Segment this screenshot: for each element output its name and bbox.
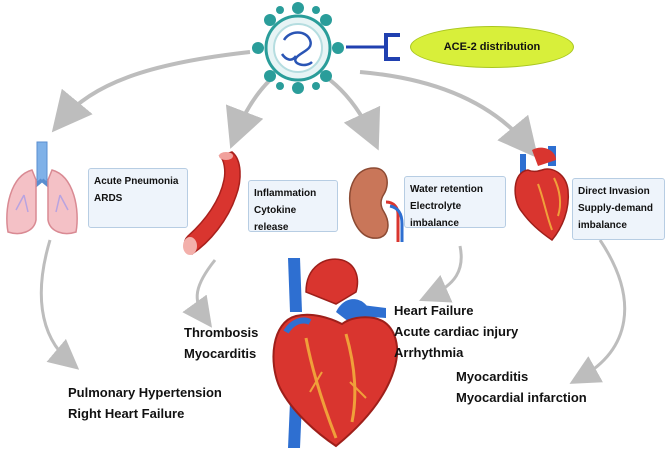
outcome-line: Myocarditis <box>456 369 529 384</box>
heart-effect-line: imbalance <box>578 220 627 231</box>
kidney-effect-line: Electrolyte imbalance <box>410 201 462 229</box>
outcome-line: Myocarditis <box>184 346 257 361</box>
outcome-line: Arrhythmia <box>394 345 464 360</box>
lungs-icon <box>6 141 78 235</box>
kidney-icon <box>348 167 404 242</box>
arrow-lungs-to-outcome <box>39 239 80 370</box>
arrow-heart-to-outcome <box>569 239 627 384</box>
lungs-effects-box: Acute Pneumonia ARDS <box>88 168 188 228</box>
vascular-outcomes: Thrombosis Myocarditis <box>184 322 258 364</box>
arrow-virus-to-kidney <box>328 78 381 151</box>
outcome-line: Heart Failure <box>394 303 474 318</box>
blood-vessel-icon <box>183 151 241 255</box>
lungs-effect-line: Acute Pneumonia <box>94 176 179 187</box>
vessel-effect-line: Cytokine release <box>254 205 297 233</box>
cardiac-outcomes: Myocarditis Myocardial infarction <box>456 366 587 408</box>
arrow-virus-to-heart <box>359 70 539 159</box>
vessel-effects-box: Inflammation Cytokine release <box>248 180 338 233</box>
lungs-effect-line: ARDS <box>94 193 123 204</box>
arrow-vessel-to-outcome <box>182 259 217 328</box>
kidney-effect-line: Water retention <box>410 184 483 195</box>
small-heart-icon <box>514 146 570 241</box>
pulmonary-outcomes: Pulmonary Hypertension Right Heart Failu… <box>68 382 222 424</box>
outcome-line: Myocardial infarction <box>456 390 587 405</box>
heart-effect-line: Supply-demand <box>578 203 654 214</box>
outcome-line: Right Heart Failure <box>68 406 185 421</box>
ace2-distribution-badge: ACE-2 distribution <box>410 26 574 68</box>
renal-outcomes: Heart Failure Acute cardiac injury Arrhy… <box>394 300 518 363</box>
large-heart-icon <box>272 258 399 448</box>
arrow-kidney-to-outcome <box>419 245 463 303</box>
receptor-icon <box>346 33 400 61</box>
heart-effects-box: Direct Invasion Supply-demand imbalance <box>572 178 665 240</box>
outcome-line: Thrombosis <box>184 325 259 340</box>
arrow-virus-to-lungs <box>51 50 251 133</box>
kidney-effects-box: Water retention Electrolyte imbalance <box>404 176 506 229</box>
arrow-virus-to-vessel <box>225 78 272 149</box>
outcome-line: Acute cardiac injury <box>394 324 519 339</box>
heart-effect-line: Direct Invasion <box>578 186 650 197</box>
outcome-line: Pulmonary Hypertension <box>68 385 222 400</box>
virus-icon <box>252 2 344 94</box>
vessel-effect-line: Inflammation <box>254 188 317 199</box>
